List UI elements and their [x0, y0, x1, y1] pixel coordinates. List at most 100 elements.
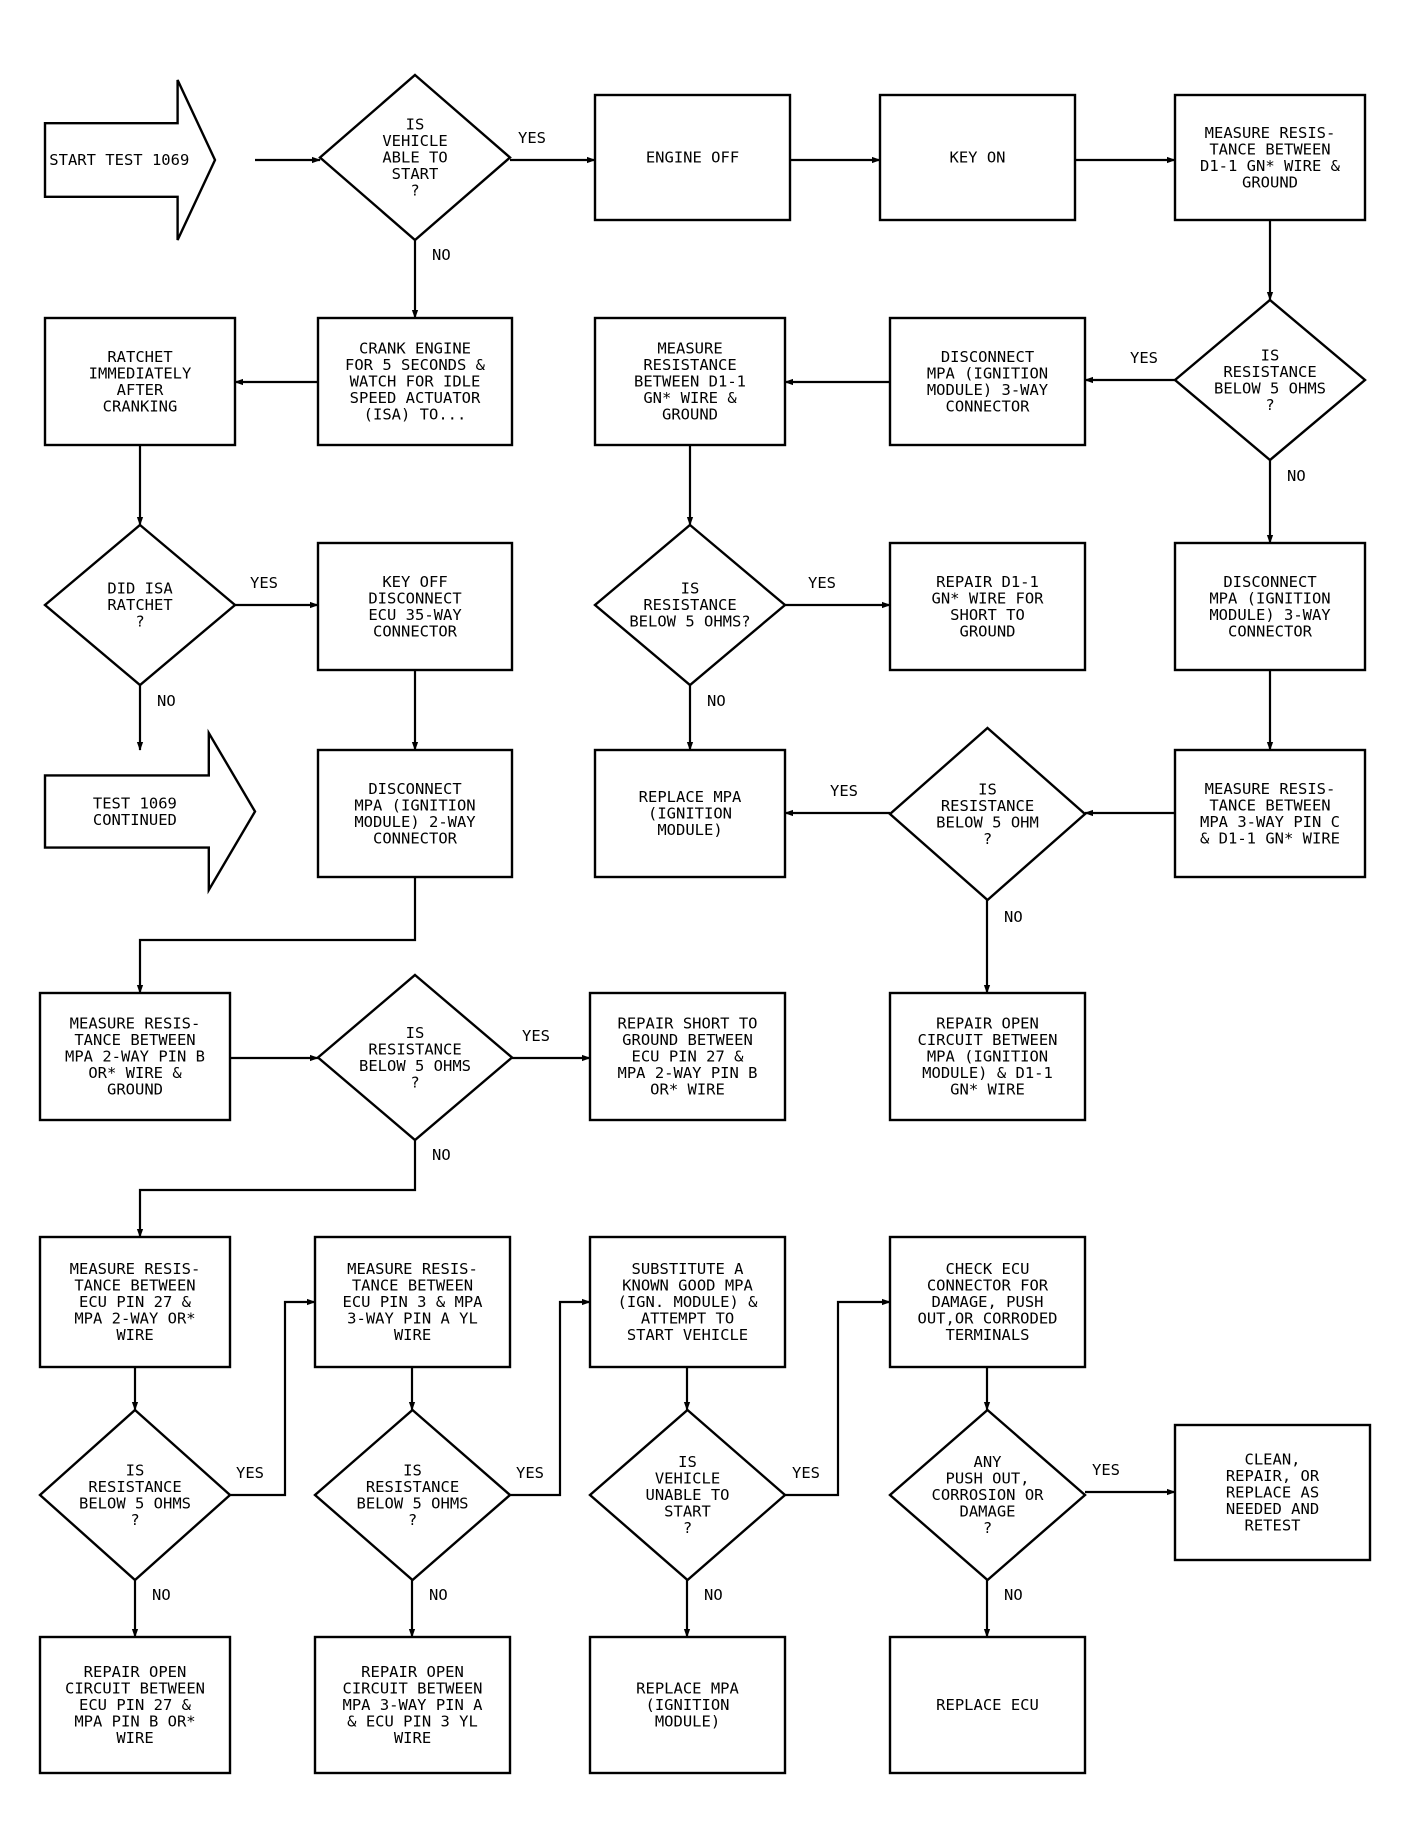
- node-text: GROUND: [960, 622, 1016, 640]
- edge-label: NO: [157, 692, 176, 710]
- terminal-arrow: [43, 728, 257, 895]
- node-text: & ECU PIN 3 YL: [347, 1713, 478, 1731]
- node-text: (IGNITION: [648, 805, 732, 823]
- node-text: MEASURE RESIS-: [1205, 780, 1336, 798]
- node-text: MPA PIN B OR*: [74, 1713, 195, 1731]
- process-box: [1173, 93, 1367, 222]
- node-text: IMMEDIATELY: [89, 364, 192, 382]
- connector-arrow: [136, 877, 417, 994]
- node-text: START: [392, 165, 439, 183]
- node-text: GN* WIRE &: [643, 389, 737, 407]
- node-text: MPA 2-WAY PIN B: [618, 1064, 758, 1082]
- node-text: RESISTANCE: [368, 1040, 461, 1058]
- node-text: SHORT TO: [950, 606, 1025, 624]
- node-text: MODULE): [657, 821, 722, 839]
- node-text: REPAIR, OR: [1226, 1467, 1320, 1485]
- node-text: BELOW 5 OHMS: [79, 1494, 191, 1512]
- node-text: ECU PIN 27 &: [79, 1293, 192, 1311]
- node-text: RATCHET: [107, 348, 172, 366]
- edge-d_res1-to-disc_mpa3b: NO: [1266, 460, 1306, 544]
- node-text: ABLE TO: [382, 149, 447, 167]
- process-box: [593, 748, 787, 879]
- node-text: TANCE BETWEEN: [352, 1277, 473, 1295]
- process-box: [588, 991, 787, 1122]
- node-text: REPLACE ECU: [936, 1696, 1039, 1714]
- process-box: [888, 991, 1087, 1122]
- node-text: REPAIR SHORT TO: [618, 1015, 758, 1033]
- decision-diamond: [316, 973, 514, 1142]
- edge-label: NO: [432, 246, 451, 264]
- edge-disc_mpa2-to-measure_pinb: [136, 877, 417, 994]
- node-text: CIRCUIT BETWEEN: [918, 1031, 1058, 1049]
- node-text: KEY OFF: [382, 573, 447, 591]
- process-box: [38, 1635, 232, 1775]
- node-text: IS: [1261, 346, 1280, 364]
- edge-d_unable-to-replace_mpa2: NO: [683, 1580, 723, 1638]
- node-text: ANY: [974, 1453, 1003, 1471]
- node-text: DISCONNECT: [1223, 573, 1316, 591]
- edge-d_res5-to-repair_open27: NO: [131, 1580, 171, 1638]
- process-box: [38, 1235, 232, 1369]
- process-box: [316, 316, 514, 447]
- connector-arrow: [510, 1298, 591, 1497]
- node-text: MEASURE RESIS-: [70, 1260, 201, 1278]
- node-text: NEEDED AND: [1226, 1500, 1319, 1518]
- node-text: IS: [406, 1024, 425, 1042]
- decision-diamond: [588, 1408, 787, 1582]
- node-text: RESISTANCE: [88, 1478, 181, 1496]
- process-box: [888, 1235, 1087, 1369]
- edge-label: YES: [830, 782, 858, 800]
- node-text: RESISTANCE: [643, 356, 736, 374]
- node-text: MPA 2-WAY OR*: [74, 1310, 195, 1328]
- node-text: RATCHET: [107, 596, 172, 614]
- node-text: BELOW 5 OHMS?: [629, 613, 750, 631]
- node-text: ECU PIN 3 & MPA: [343, 1293, 484, 1311]
- edge-d_able-to-crank: NO: [411, 240, 451, 319]
- node-text: KEY ON: [950, 149, 1006, 167]
- node-text: CONNECTOR: [373, 829, 458, 847]
- node-text: TANCE BETWEEN: [1209, 140, 1330, 158]
- node-text: PUSH OUT,: [946, 1470, 1030, 1488]
- node-replace_ecu: REPLACE ECU: [888, 1635, 1087, 1775]
- node-text: TERMINALS: [946, 1326, 1030, 1344]
- edge-d_able-to-engine_off: YES: [510, 129, 596, 164]
- node-text: START TEST 1069: [49, 151, 189, 169]
- connector-arrow: [230, 1298, 316, 1497]
- decision-diamond: [318, 73, 512, 242]
- node-text: IS: [978, 780, 997, 798]
- edge-d_res2-to-repair_d1: YES: [785, 574, 891, 609]
- edge-d_push-to-replace_ecu: NO: [983, 1580, 1023, 1638]
- node-text: MPA 3-WAY PIN A: [343, 1696, 484, 1714]
- node-key_on: KEY ON: [878, 93, 1077, 222]
- edge-label: NO: [1004, 908, 1023, 926]
- process-box: [38, 991, 232, 1122]
- node-text: OR* WIRE: [650, 1081, 725, 1099]
- node-text: BETWEEN D1-1: [634, 373, 746, 391]
- node-text: MODULE) & D1-1: [922, 1064, 1053, 1082]
- node-text: GROUND: [107, 1081, 163, 1099]
- node-text: IS: [126, 1461, 145, 1479]
- node-text: REPAIR OPEN: [84, 1663, 187, 1681]
- node-text: GN* WIRE FOR: [932, 589, 1045, 607]
- node-text: WIRE: [394, 1729, 431, 1747]
- process-box: [313, 1235, 512, 1369]
- node-text: REPAIR D1-1: [936, 573, 1039, 591]
- edge-label: YES: [236, 1464, 264, 1482]
- node-text: CONTINUED: [93, 811, 177, 829]
- node-text: DAMAGE, PUSH: [932, 1293, 1044, 1311]
- process-box: [43, 316, 237, 447]
